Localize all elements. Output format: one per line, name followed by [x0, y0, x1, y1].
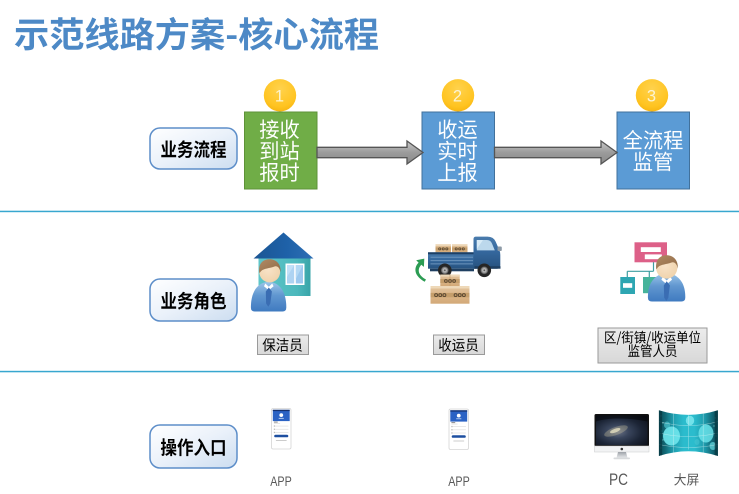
svg-text:APP: APP: [270, 473, 292, 489]
svg-text:3: 3: [647, 87, 656, 105]
svg-text:2: 2: [453, 87, 462, 105]
svg-text:PC: PC: [609, 471, 628, 489]
svg-text:1: 1: [275, 87, 284, 105]
svg-text:APP: APP: [448, 473, 470, 489]
